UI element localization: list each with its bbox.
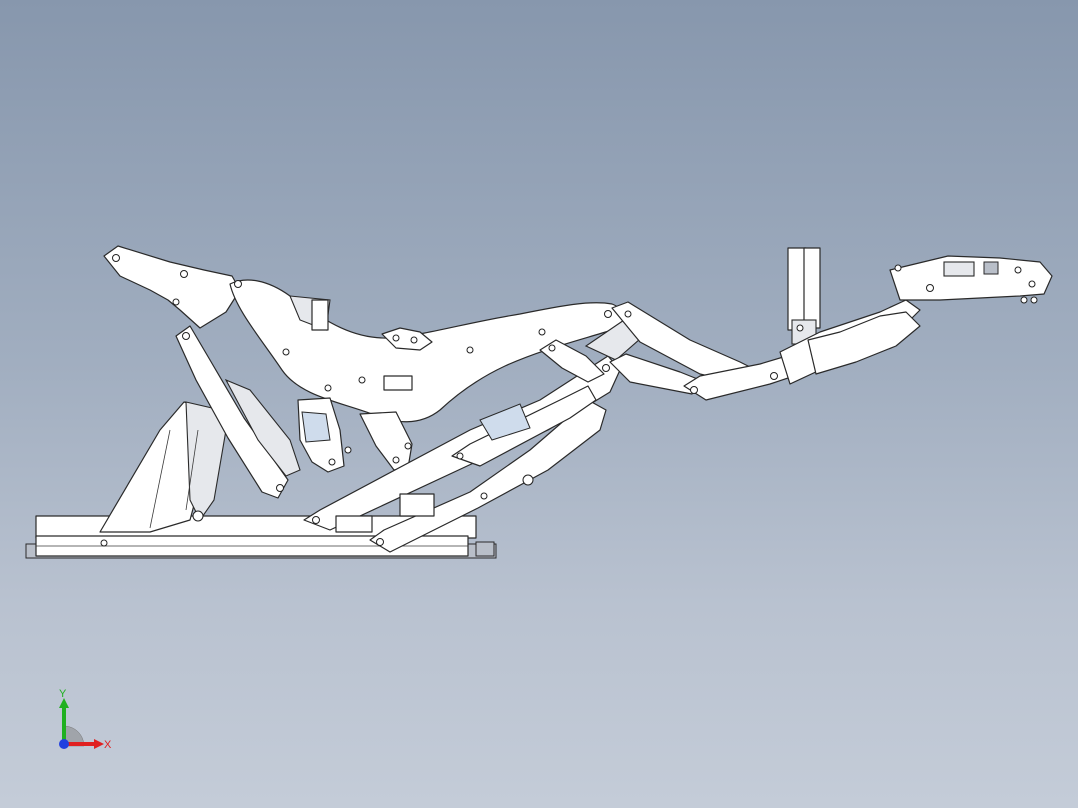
seat-rear-links[interactable] <box>289 295 433 351</box>
footrest-plate-pin-3 <box>1014 266 1022 274</box>
footrest-plate-pin-6 <box>1030 296 1038 304</box>
x-axis-label: X <box>104 739 112 751</box>
seat-pin-4 <box>358 376 366 384</box>
backrest-pin-1 <box>112 254 120 262</box>
base-end-cap <box>475 541 495 557</box>
seat-center-pin-2 <box>410 336 418 344</box>
center-bracket-pin <box>328 458 336 466</box>
seat-pin-5 <box>466 346 474 354</box>
seat-bracket <box>383 375 413 391</box>
seat-pin-6 <box>538 328 546 336</box>
base-pin <box>100 539 108 547</box>
backrest-pin-2 <box>180 270 188 278</box>
backrest-bracket <box>103 245 241 329</box>
backrest-pin-3 <box>172 298 180 306</box>
seat-center-pin <box>392 334 400 342</box>
seat-center-lug <box>381 327 433 351</box>
lower-link-window <box>479 403 531 441</box>
lower-link-2-pin-a <box>376 538 384 546</box>
mid-pivot-2 <box>404 442 412 450</box>
rear-legs[interactable] <box>99 401 227 533</box>
x-axis-head <box>94 739 104 749</box>
front-foot-bolt <box>522 474 534 486</box>
z-axis-dot <box>59 739 69 749</box>
rear-diagonal-pin-bottom <box>276 484 284 492</box>
rear-diagonal-link[interactable] <box>175 325 301 499</box>
lower-link-2-pin-b <box>480 492 488 500</box>
motor-clamp <box>335 515 373 533</box>
footrest-plate-pin-2 <box>926 284 934 292</box>
footrest-frame[interactable] <box>779 255 1053 385</box>
seat-pin-1 <box>234 280 242 288</box>
footrest-post-2 <box>803 247 821 329</box>
y-axis-head <box>59 698 69 708</box>
footrest-posts[interactable] <box>787 247 821 345</box>
rear-foot-bolt <box>192 510 204 522</box>
rear-diagonal-pin-top <box>182 332 190 340</box>
rear-diagonal-shade <box>224 378 301 477</box>
seat-pin-2 <box>282 348 290 356</box>
footrest-pin-3 <box>624 310 632 318</box>
seat-rear-post <box>311 299 329 331</box>
footrest-pin-1 <box>690 386 698 394</box>
footrest-plate-pin-1 <box>894 264 902 272</box>
lower-link-1-pin-a <box>312 516 320 524</box>
center-bracket[interactable] <box>297 397 413 473</box>
center-bracket-window <box>301 411 331 443</box>
lower-link-1-pin-b <box>602 364 610 372</box>
axis-triad: Y X <box>40 680 120 760</box>
center-bracket-pin-2 <box>392 456 400 464</box>
front-rising-link <box>539 339 605 383</box>
seat-pin-3 <box>324 384 332 392</box>
footrest-plate-pin-4 <box>1028 280 1036 288</box>
footrest-plate-pin-5 <box>1020 296 1028 304</box>
front-rising-pin <box>548 344 556 352</box>
y-axis-label: Y <box>59 688 67 700</box>
rear-leg-edge-2 <box>185 429 199 511</box>
footrest-plate-block <box>943 261 975 277</box>
footrest-post-1 <box>787 247 807 331</box>
backrest-arm[interactable] <box>103 245 241 329</box>
footrest-frame-lower <box>807 311 921 375</box>
footrest-plate-clip <box>983 261 999 275</box>
rear-leg-edge <box>149 429 171 529</box>
triad-graphic: Y X <box>59 688 112 751</box>
seat-pin-7 <box>604 310 612 318</box>
mid-pivot <box>344 446 352 454</box>
motor-block <box>399 493 435 517</box>
footrest-post-pin <box>796 324 804 332</box>
connectors[interactable] <box>192 442 534 522</box>
footrest-pin-2 <box>770 372 778 380</box>
lower-links[interactable] <box>303 355 621 553</box>
lower-link-3-pin <box>456 452 464 460</box>
